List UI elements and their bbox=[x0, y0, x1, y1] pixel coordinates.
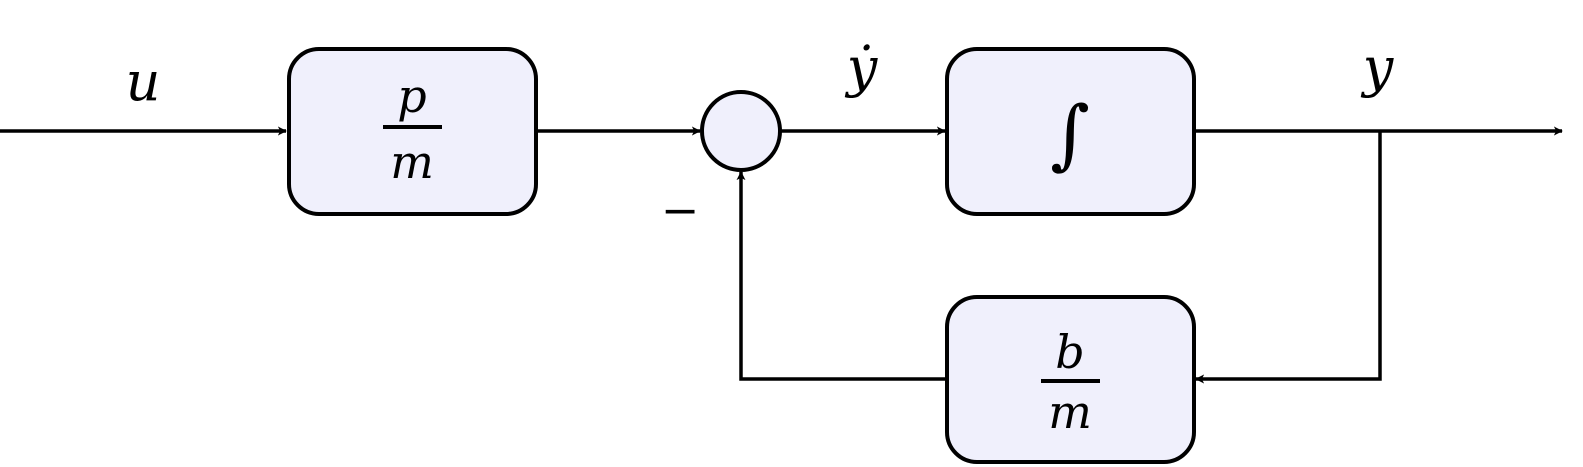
integral-symbol: ∫ bbox=[1050, 89, 1090, 178]
signal-label-y-dot: ẏ bbox=[845, 36, 879, 99]
gain-numerator: p bbox=[397, 69, 426, 123]
feedback-to-sum-arrow bbox=[736, 171, 946, 381]
feedback-sign: − bbox=[661, 183, 700, 237]
feedback-numerator: b bbox=[1055, 325, 1084, 379]
signal-label-u: u bbox=[126, 50, 161, 113]
gain-denominator: m bbox=[390, 135, 434, 189]
signal-label-y: y bbox=[1361, 36, 1395, 99]
integrator-block: ∫ bbox=[945, 47, 1196, 216]
feedback-denominator: m bbox=[1048, 385, 1092, 439]
output-to-feedback-arrow bbox=[1195, 131, 1382, 384]
summing-junction bbox=[700, 90, 782, 172]
gain-block-p-over-m: p m bbox=[287, 47, 538, 216]
feedback-block-b-over-m: b m bbox=[945, 295, 1196, 464]
